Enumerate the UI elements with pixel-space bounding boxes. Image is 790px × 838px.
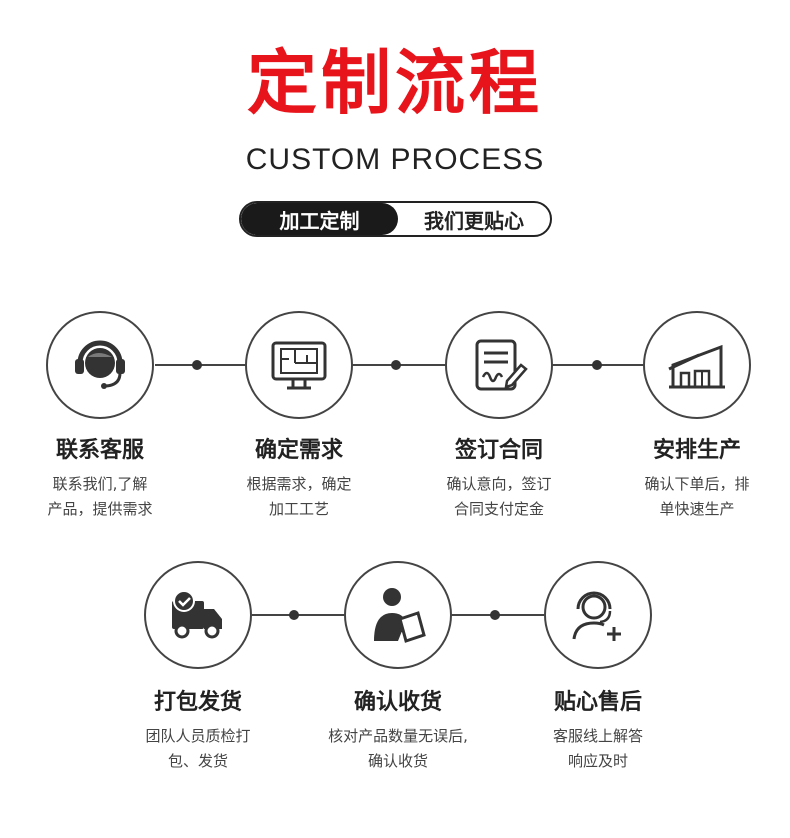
step-desc: 根据需求，确定 加工工艺 [246,475,352,518]
step-title: 确认收货 [353,690,442,715]
step-circle-shipping [144,561,252,669]
connector-dot [289,610,299,620]
step-title: 签订合同 [454,438,543,463]
connector-dot [490,610,500,620]
delivery-truck-icon [166,583,230,647]
connector-dot [592,360,602,370]
step-title: 安排生产 [652,438,741,463]
headset-agent-icon [68,333,132,397]
step-title: 打包发货 [153,690,242,715]
factory-icon [665,333,729,397]
tagline-pill-left: 加工定制 [241,203,398,235]
step-title: 贴心售后 [553,690,642,715]
step-circle-contract [445,311,553,419]
step-desc: 确认意向，签订 合同支付定金 [446,475,552,518]
step-circle-contact [46,311,154,419]
step-title: 确定需求 [254,438,343,463]
connector-dot [192,360,202,370]
step-title: 联系客服 [55,438,144,463]
step-desc: 核对产品数量无误后, 确认收货 [328,727,468,770]
step-circle-aftersales [544,561,652,669]
step-circle-receipt [344,561,452,669]
step-desc: 团队人员质检打 包、发货 [145,727,251,770]
tagline-pill: 加工定制 我们更贴心 [239,201,552,237]
monitor-blueprint-icon [267,333,331,397]
step-desc: 确认下单后，排 单快速生产 [644,475,750,518]
contract-sign-icon [467,333,531,397]
step-desc: 客服线上解答 响应及时 [552,727,643,770]
person-clipboard-icon [366,583,430,647]
page-title: 定制流程 [247,42,543,124]
tagline-pill-right: 我们更贴心 [424,208,524,233]
step-circle-production [643,311,751,419]
support-person-plus-icon [566,583,630,647]
page-subtitle: CUSTOM PROCESS [245,143,545,176]
step-desc: 联系我们,了解 产品，提供需求 [47,475,153,518]
step-circle-requirements [245,311,353,419]
connector-dot [391,360,401,370]
